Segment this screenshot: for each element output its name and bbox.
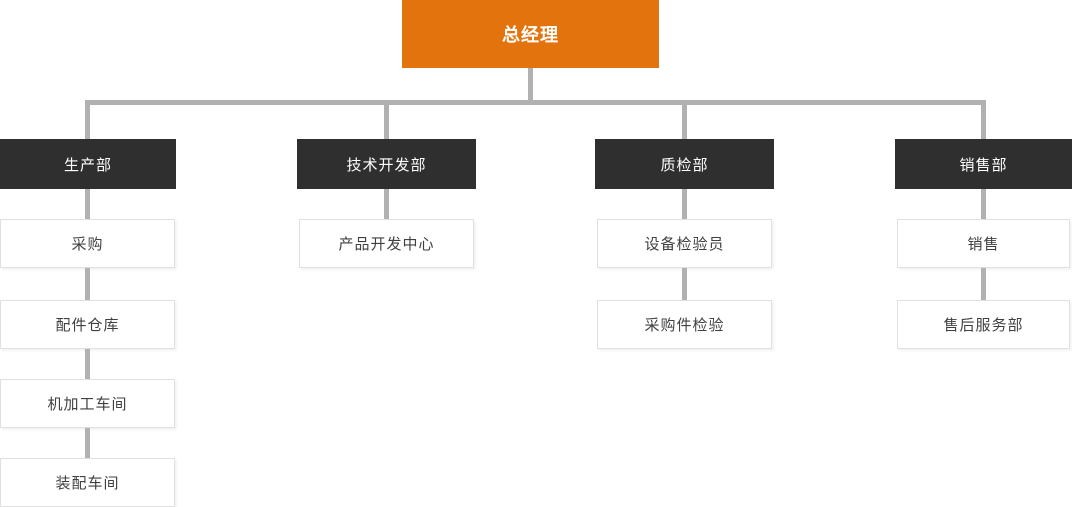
node-machining-workshop[interactable]: 机加工车间 bbox=[0, 379, 175, 428]
connector-line bbox=[85, 349, 90, 379]
connector-line bbox=[85, 268, 90, 300]
node-qc-dept[interactable]: 质检部 bbox=[595, 139, 774, 189]
connector-line bbox=[682, 268, 687, 300]
node-sales[interactable]: 销售 bbox=[897, 219, 1070, 268]
connector-line bbox=[981, 189, 986, 219]
node-tech-dev-dept[interactable]: 技术开发部 bbox=[297, 139, 476, 189]
node-after-sales-service[interactable]: 售后服务部 bbox=[897, 300, 1070, 349]
node-purchased-parts-inspection[interactable]: 采购件检验 bbox=[597, 300, 772, 349]
connector-spine bbox=[85, 100, 986, 105]
connector-drop-sales bbox=[981, 100, 986, 139]
connector-root-stem bbox=[528, 68, 533, 105]
node-general-manager[interactable]: 总经理 bbox=[402, 0, 659, 68]
connector-drop-tech-dev bbox=[384, 100, 389, 139]
connector-drop-qc bbox=[682, 100, 687, 139]
connector-line bbox=[384, 189, 389, 219]
node-assembly-workshop[interactable]: 装配车间 bbox=[0, 458, 175, 507]
node-purchasing[interactable]: 采购 bbox=[0, 219, 175, 268]
node-production-dept[interactable]: 生产部 bbox=[0, 139, 176, 189]
connector-line bbox=[981, 268, 986, 300]
connector-line bbox=[85, 189, 90, 219]
connector-line bbox=[85, 428, 90, 458]
node-parts-warehouse[interactable]: 配件仓库 bbox=[0, 300, 175, 349]
node-equipment-inspector[interactable]: 设备检验员 bbox=[597, 219, 772, 268]
connector-drop-production bbox=[85, 100, 90, 139]
connector-line bbox=[682, 189, 687, 219]
node-product-dev-center[interactable]: 产品开发中心 bbox=[299, 219, 474, 268]
node-sales-dept[interactable]: 销售部 bbox=[895, 139, 1072, 189]
